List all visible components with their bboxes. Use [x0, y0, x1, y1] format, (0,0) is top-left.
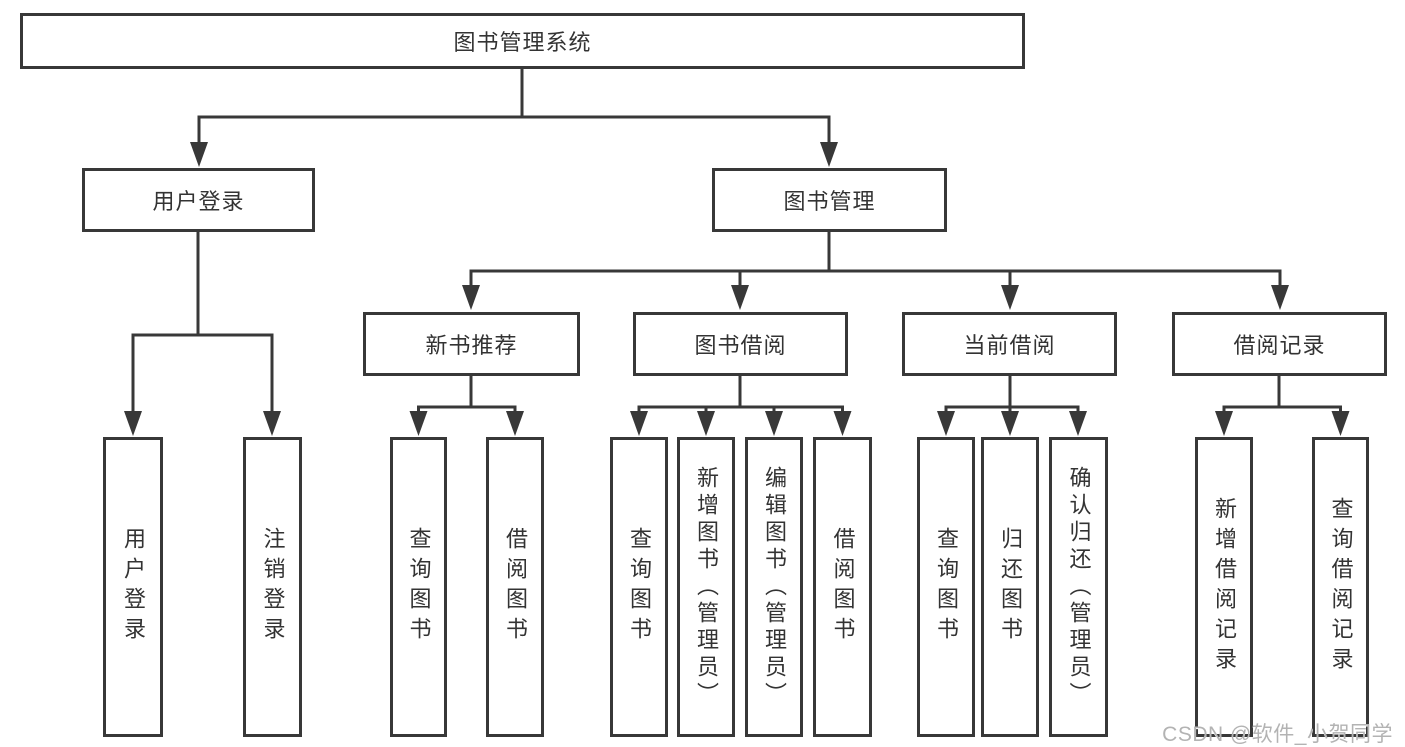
leaf-query-borrow-record-label: 查询借阅记录 — [1328, 497, 1354, 677]
leaf-newbook-query-book: 查询图书 — [390, 437, 447, 737]
leaf-add-book-admin-label: 新增图书（管理员） — [694, 465, 719, 709]
leaf-newbook-borrow-book-label: 借阅图书 — [503, 527, 528, 647]
leaf-newbook-borrow-book: 借阅图书 — [486, 437, 544, 737]
leaf-newbook-query-book-label: 查询图书 — [406, 527, 432, 647]
node-root-label: 图书管理系统 — [453, 30, 592, 55]
leaf-user-login-label: 用户登录 — [121, 527, 146, 647]
node-root-system: 图书管理系统 — [20, 13, 1025, 69]
leaf-logout: 注销登录 — [243, 437, 302, 737]
leaf-add-book-admin: 新增图书（管理员） — [677, 437, 735, 737]
leaf-borrow-borrow-book-label: 借阅图书 — [830, 527, 856, 647]
leaf-current-query-book: 查询图书 — [917, 437, 975, 737]
leaf-add-borrow-record: 新增借阅记录 — [1195, 437, 1253, 737]
leaf-borrow-query-book: 查询图书 — [610, 437, 668, 737]
node-book-borrow-label: 图书借阅 — [694, 333, 787, 358]
csdn-watermark: CSDN @软件_小贺同学 — [1162, 723, 1393, 746]
leaf-borrow-borrow-book: 借阅图书 — [813, 437, 872, 737]
node-current-borrow: 当前借阅 — [902, 312, 1117, 376]
leaf-return-book-label: 归还图书 — [998, 527, 1023, 647]
leaf-confirm-return-admin-label: 确认归还（管理员） — [1066, 465, 1092, 709]
node-current-borrow-label: 当前借阅 — [963, 333, 1056, 358]
node-user-login: 用户登录 — [82, 168, 315, 232]
node-new-book-recommend: 新书推荐 — [363, 312, 580, 376]
leaf-query-borrow-record: 查询借阅记录 — [1312, 437, 1369, 737]
arrowheads — [124, 142, 1350, 436]
leaf-confirm-return-admin: 确认归还（管理员） — [1049, 437, 1108, 737]
leaf-borrow-query-book-label: 查询图书 — [627, 527, 652, 647]
node-borrow-records-label: 借阅记录 — [1233, 333, 1326, 358]
node-book-management: 图书管理 — [712, 168, 947, 232]
node-user-login-label: 用户登录 — [152, 189, 245, 214]
node-new-book-recommend-label: 新书推荐 — [425, 333, 518, 358]
node-book-borrow: 图书借阅 — [633, 312, 848, 376]
leaf-user-login: 用户登录 — [103, 437, 163, 737]
leaf-logout-label: 注销登录 — [260, 527, 286, 647]
leaf-return-book: 归还图书 — [981, 437, 1039, 737]
leaf-edit-book-admin-label: 编辑图书（管理员） — [762, 465, 787, 709]
leaf-add-borrow-record-label: 新增借阅记录 — [1212, 497, 1237, 677]
node-borrow-records: 借阅记录 — [1172, 312, 1387, 376]
node-book-management-label: 图书管理 — [783, 189, 876, 214]
leaf-edit-book-admin: 编辑图书（管理员） — [745, 437, 803, 737]
leaf-current-query-book-label: 查询图书 — [934, 527, 959, 647]
